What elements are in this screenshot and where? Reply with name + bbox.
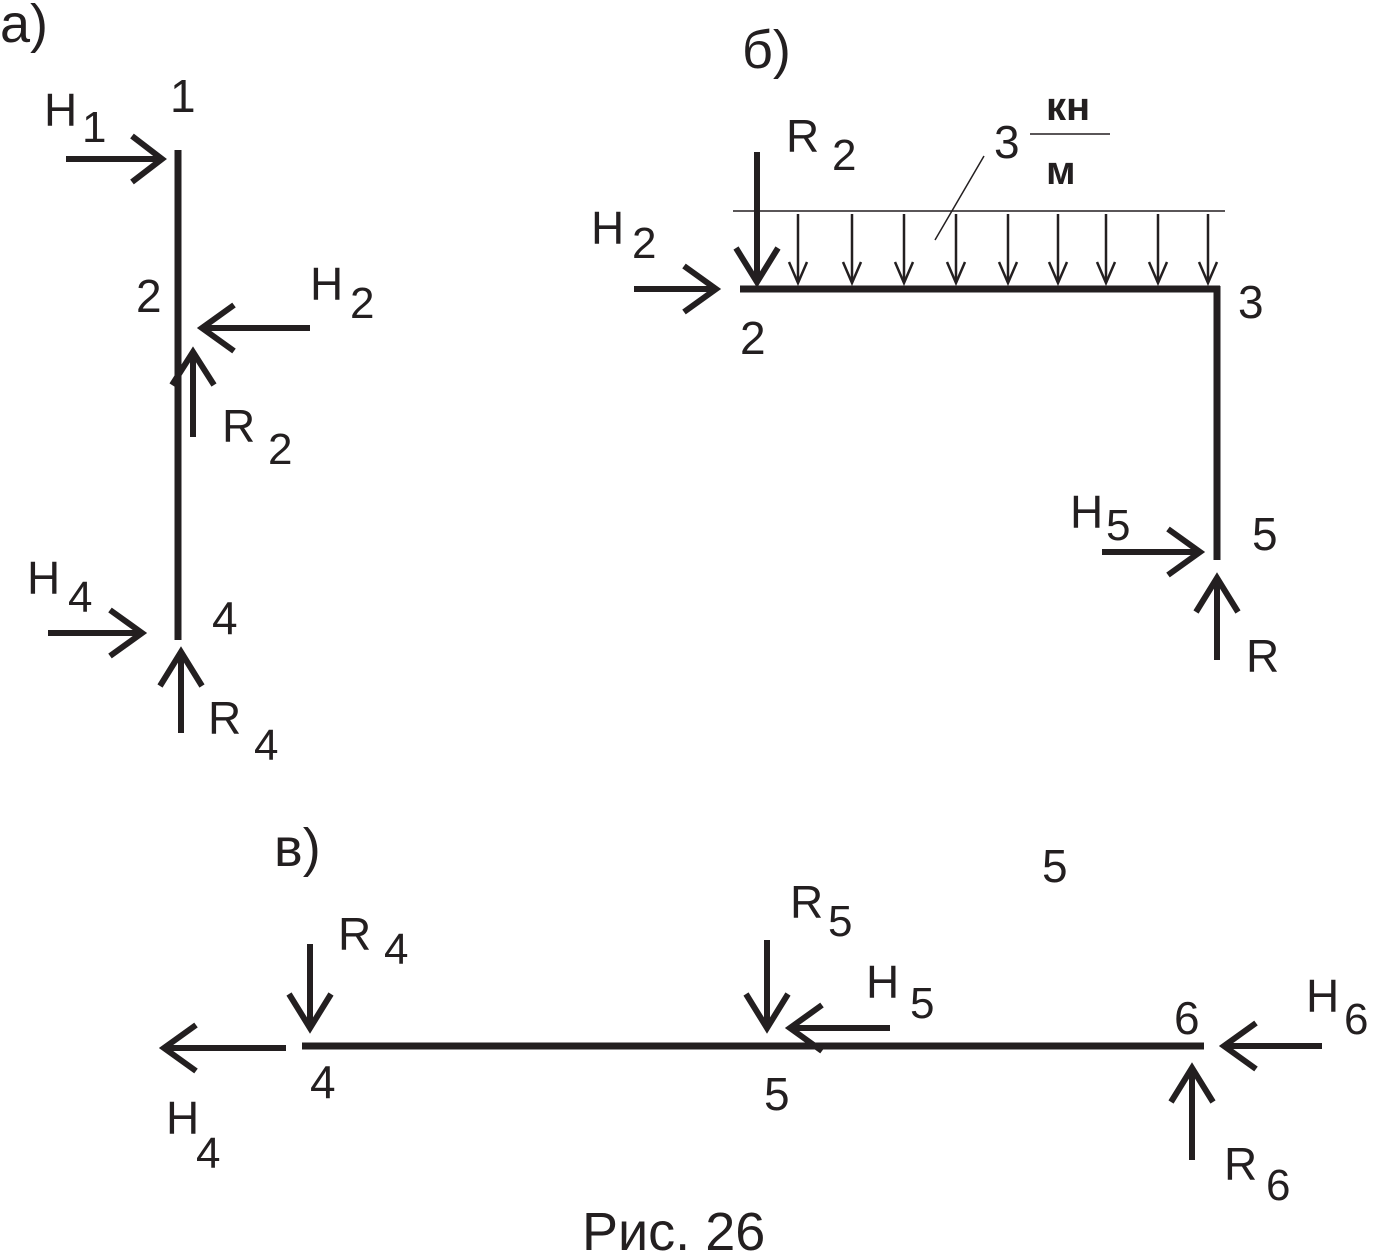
c-r5-letter: R (790, 876, 823, 928)
load-unit-top: кн (1046, 85, 1090, 129)
load-unit-bottom: м (1046, 149, 1076, 193)
c-h4-arrowhead (158, 1022, 198, 1074)
h2-letter: H (310, 258, 343, 310)
b-h2-arrowhead (682, 263, 722, 315)
r2-arrowhead (169, 346, 217, 387)
panel-a-label: а) (0, 0, 48, 54)
panel-c-label: в) (274, 818, 321, 878)
c-h6-letter: H (1306, 970, 1339, 1022)
b-r5-arrowhead (1193, 572, 1241, 614)
b-h5-arrowhead (1166, 526, 1206, 578)
panel-a-node-1: 1 (170, 70, 196, 122)
panel-a-node-4: 4 (212, 592, 238, 644)
c-r6-letter: R (1224, 1138, 1257, 1190)
r2-letter: R (222, 400, 255, 452)
b-h2-letter: H (591, 202, 624, 254)
c-h4-letter: H (166, 1092, 199, 1144)
panel-c-node-4: 4 (310, 1056, 336, 1108)
r4-letter: R (208, 692, 241, 744)
h1-letter: H (44, 84, 77, 136)
panel-b-node-5: 5 (1252, 508, 1278, 560)
panel-c-node-6: 6 (1174, 992, 1200, 1044)
c-r5-arrowhead (743, 992, 791, 1034)
distributed-load-arrows (787, 214, 1219, 287)
c-r5-index: 5 (828, 897, 852, 946)
c-r6-arrowhead (1168, 1062, 1216, 1104)
c-r4-arrowhead (286, 992, 334, 1034)
panel-a: а) H 1 1 2 H 2 R 2 4 H 4 R 4 (0, 0, 374, 770)
r2-index: 2 (268, 425, 292, 474)
b-r2-index: 2 (832, 131, 856, 180)
b-r5-letter: R (1246, 630, 1279, 682)
h1-arrowhead (130, 133, 167, 185)
panel-b-node-3: 3 (1238, 276, 1264, 328)
load-arrowhead-4 (945, 261, 967, 287)
h4-arrowhead (108, 607, 148, 659)
r4-arrowhead (157, 646, 205, 688)
load-value: 3 (994, 116, 1020, 168)
b-h2-index: 2 (632, 219, 656, 268)
r4-index: 4 (254, 721, 278, 770)
c-h5-index: 5 (910, 979, 934, 1028)
c-h6-arrowhead (1218, 1020, 1258, 1072)
figure-caption: Рис. 26 (582, 1202, 765, 1254)
b-r2-letter: R (786, 110, 819, 162)
panel-b-label: б) (742, 20, 791, 80)
panel-c-node-5: 5 (764, 1068, 790, 1120)
h4-letter: H (27, 552, 60, 604)
c-r4-letter: R (338, 908, 371, 960)
h4-index: 4 (68, 573, 92, 622)
load-arrowhead-3 (893, 261, 915, 287)
load-arrowhead-2 (841, 261, 863, 287)
panel-a-node-2: 2 (136, 270, 162, 322)
load-arrowhead-9 (1197, 261, 1219, 287)
load-arrowhead-8 (1147, 261, 1169, 287)
load-arrowhead-1 (787, 261, 809, 287)
panel-b: б) 3 кн м R 2 H 2 2 3 H 5 5 R 5 (591, 20, 1279, 892)
panel-b-stray-label: 5 (1042, 840, 1068, 892)
b-r2-arrowhead (733, 246, 781, 288)
load-arrowhead-7 (1095, 261, 1117, 287)
load-arrowhead-5 (997, 261, 1019, 287)
load-arrowhead-6 (1047, 261, 1069, 287)
h2-index: 2 (350, 279, 374, 328)
b-h5-index: 5 (1106, 501, 1130, 550)
c-h4-index: 4 (196, 1129, 220, 1178)
c-h5-letter: H (866, 956, 899, 1008)
h2-arrowhead (196, 302, 236, 354)
panel-b-node-2: 2 (740, 312, 766, 364)
load-leader-line (934, 155, 985, 241)
c-h6-index: 6 (1344, 995, 1368, 1044)
h1-index: 1 (82, 103, 106, 152)
b-h5-letter: H (1070, 486, 1103, 538)
c-r4-index: 4 (384, 925, 408, 974)
c-h5-arrowhead (784, 1002, 824, 1054)
c-r6-index: 6 (1266, 1161, 1290, 1210)
panel-c: в) H 4 R 4 4 R 5 H 5 5 6 H 6 R 6 (158, 818, 1368, 1210)
